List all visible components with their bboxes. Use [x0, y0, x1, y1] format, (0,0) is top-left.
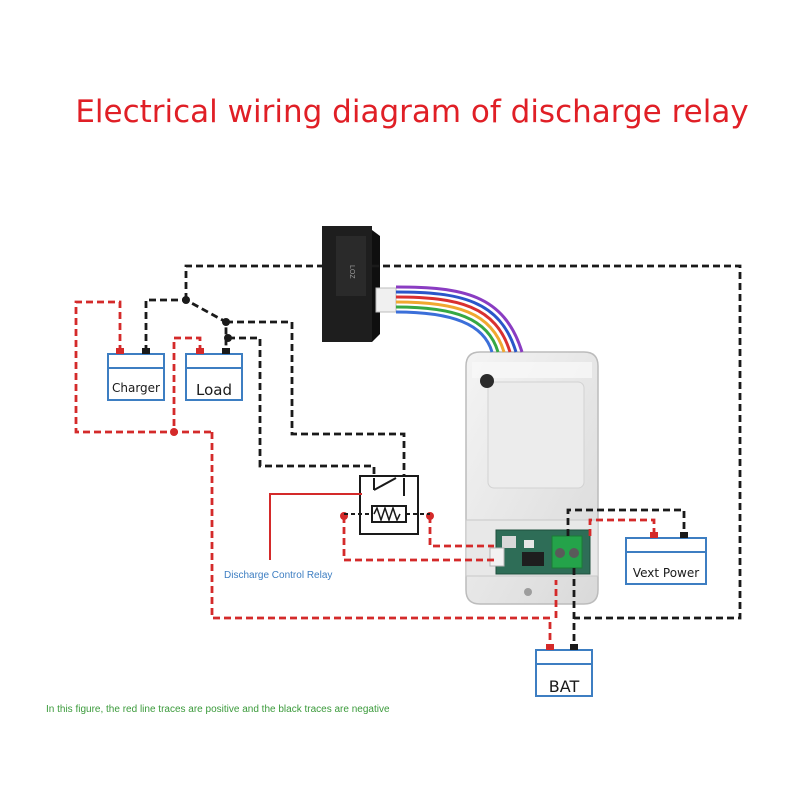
load-label: Load [196, 381, 232, 399]
charger-label: Charger [112, 381, 160, 395]
vext-power-label: Vext Power [633, 566, 699, 580]
charger-box: Charger [107, 348, 165, 401]
svg-text:LOZ: LOZ [348, 265, 355, 279]
controller-module [465, 351, 599, 605]
relay-symbol [344, 475, 430, 535]
led-indicator [480, 374, 494, 388]
page-title: Electrical wiring diagram of discharge r… [75, 94, 748, 130]
relay-label: Discharge Control Relay [224, 570, 332, 581]
negative-traces [144, 264, 742, 658]
bat-label: BAT [549, 677, 580, 696]
current-sensor: LOZ [322, 226, 397, 342]
junction-dots [170, 296, 434, 520]
positive-traces [74, 300, 656, 658]
bat-box: BAT [535, 644, 593, 697]
load-box: Load [185, 348, 243, 401]
vext-power-box: Vext Power [625, 532, 707, 585]
ribbon-cable [395, 285, 524, 353]
relay-pointer [269, 493, 362, 560]
footnote: In this figure, the red line traces are … [46, 704, 390, 715]
